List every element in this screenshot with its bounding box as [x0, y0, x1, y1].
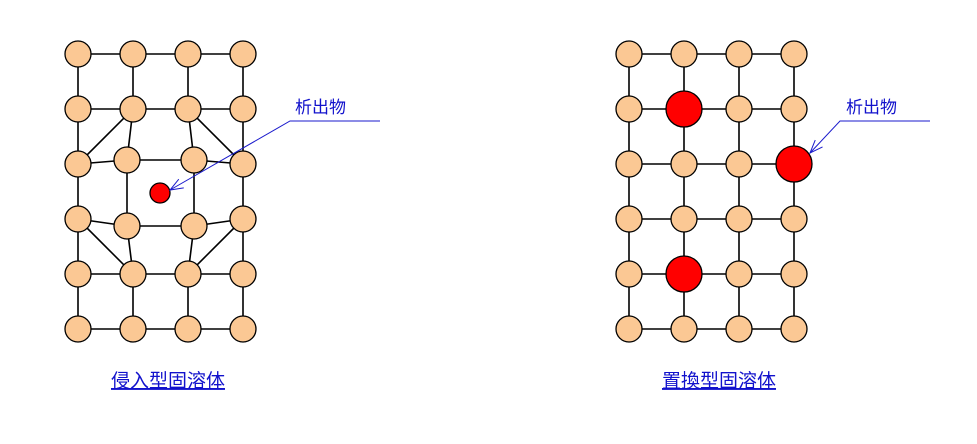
interstitial-host-atom — [229, 315, 257, 343]
interstitial-lattice-atoms — [64, 40, 257, 343]
interstitial-host-atom — [174, 40, 202, 68]
substitutional-host-atom — [780, 205, 808, 233]
substitutional-host-atom — [615, 40, 643, 68]
substitutional-host-atom — [615, 95, 643, 123]
substitutional-host-atom — [725, 40, 753, 68]
substitutional-precipitate-leader-line — [809, 120, 930, 154]
interstitial-precipitate-label: 析出物 — [295, 98, 346, 118]
interstitial-host-atom — [64, 205, 92, 233]
interstitial-host-atom — [174, 95, 202, 123]
interstitial-host-atom — [64, 150, 92, 178]
substitutional-host-atom — [780, 315, 808, 343]
substitutional-precipitate-callout: 析出物 — [809, 98, 930, 155]
interstitial-host-atom — [229, 150, 257, 178]
substitutional-host-atom — [780, 40, 808, 68]
interstitial-host-atom — [180, 146, 208, 174]
interstitial-host-atom — [64, 260, 92, 288]
substitutional-host-atom — [670, 40, 698, 68]
substitutional-precipitate-atom — [665, 255, 703, 293]
interstitial-solid-solution-diagram: 析出物 侵入型固溶体 — [64, 40, 380, 392]
interstitial-host-atom — [119, 40, 147, 68]
interstitial-host-atom — [174, 260, 202, 288]
interstitial-host-atom — [119, 95, 147, 123]
substitutional-precipitate-atom — [665, 90, 703, 128]
interstitial-host-atom — [113, 146, 141, 174]
interstitial-host-atom — [229, 40, 257, 68]
substitutional-host-atom — [780, 95, 808, 123]
interstitial-host-atom — [119, 315, 147, 343]
substitutional-host-atom — [725, 205, 753, 233]
substitutional-precipitate-arrowhead — [809, 139, 823, 155]
interstitial-host-atom — [64, 95, 92, 123]
interstitial-host-atom — [113, 212, 141, 240]
interstitial-precipitate-atom — [149, 182, 171, 204]
substitutional-host-atom — [670, 150, 698, 178]
substitutional-host-atom — [725, 95, 753, 123]
substitutional-host-atom — [725, 315, 753, 343]
substitutional-host-atom — [615, 315, 643, 343]
interstitial-host-atom — [180, 212, 208, 240]
substitutional-host-atom — [615, 205, 643, 233]
interstitial-precipitate-callout: 析出物 — [168, 98, 380, 191]
interstitial-precipitate-arrowhead — [168, 178, 184, 191]
interstitial-precipitate-leader-line — [169, 120, 380, 191]
substitutional-host-atom — [780, 260, 808, 288]
interstitial-host-atom — [64, 315, 92, 343]
interstitial-host-atom — [229, 95, 257, 123]
interstitial-host-atom — [229, 260, 257, 288]
substitutional-precipitate-label: 析出物 — [846, 98, 897, 118]
substitutional-host-atom — [615, 150, 643, 178]
interstitial-host-atom — [119, 260, 147, 288]
substitutional-lattice-atoms — [615, 40, 813, 343]
interstitial-solid-solution-caption: 侵入型固溶体 — [111, 370, 225, 392]
substitutional-host-atom — [670, 205, 698, 233]
interstitial-host-atom — [174, 315, 202, 343]
substitutional-host-atom — [615, 260, 643, 288]
interstitial-host-atom — [64, 40, 92, 68]
substitutional-host-atom — [725, 150, 753, 178]
substitutional-solid-solution-diagram: 析出物 置換型固溶体 — [615, 40, 930, 392]
substitutional-precipitate-atom — [775, 145, 813, 183]
substitutional-solid-solution-caption: 置換型固溶体 — [662, 370, 776, 392]
interstitial-host-atom — [229, 205, 257, 233]
substitutional-host-atom — [725, 260, 753, 288]
substitutional-lattice-bonds — [628, 53, 795, 330]
substitutional-host-atom — [670, 315, 698, 343]
